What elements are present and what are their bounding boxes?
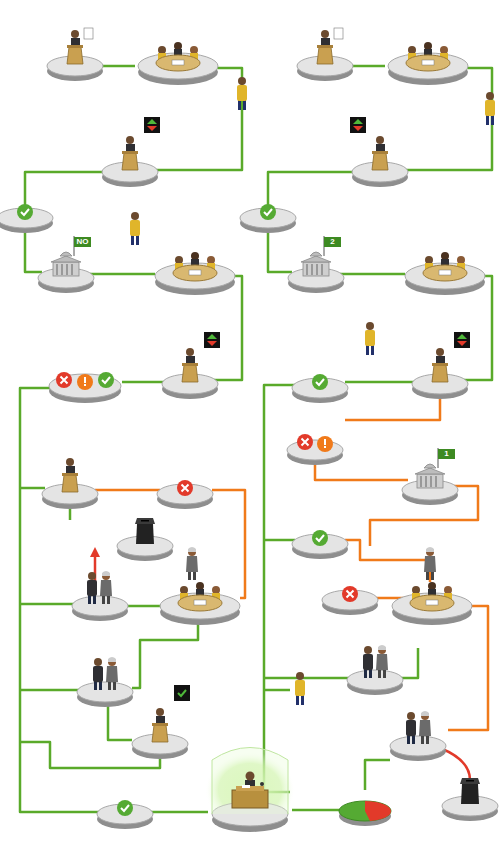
flow-lines [20,66,492,812]
flag [324,237,341,247]
flag [74,237,91,247]
flag-label: 1 [444,450,448,458]
stations [0,28,498,832]
flag-label: 2 [330,238,334,246]
flag [438,449,455,459]
arrow-heads [90,547,475,788]
flag-label: NO [77,238,89,246]
